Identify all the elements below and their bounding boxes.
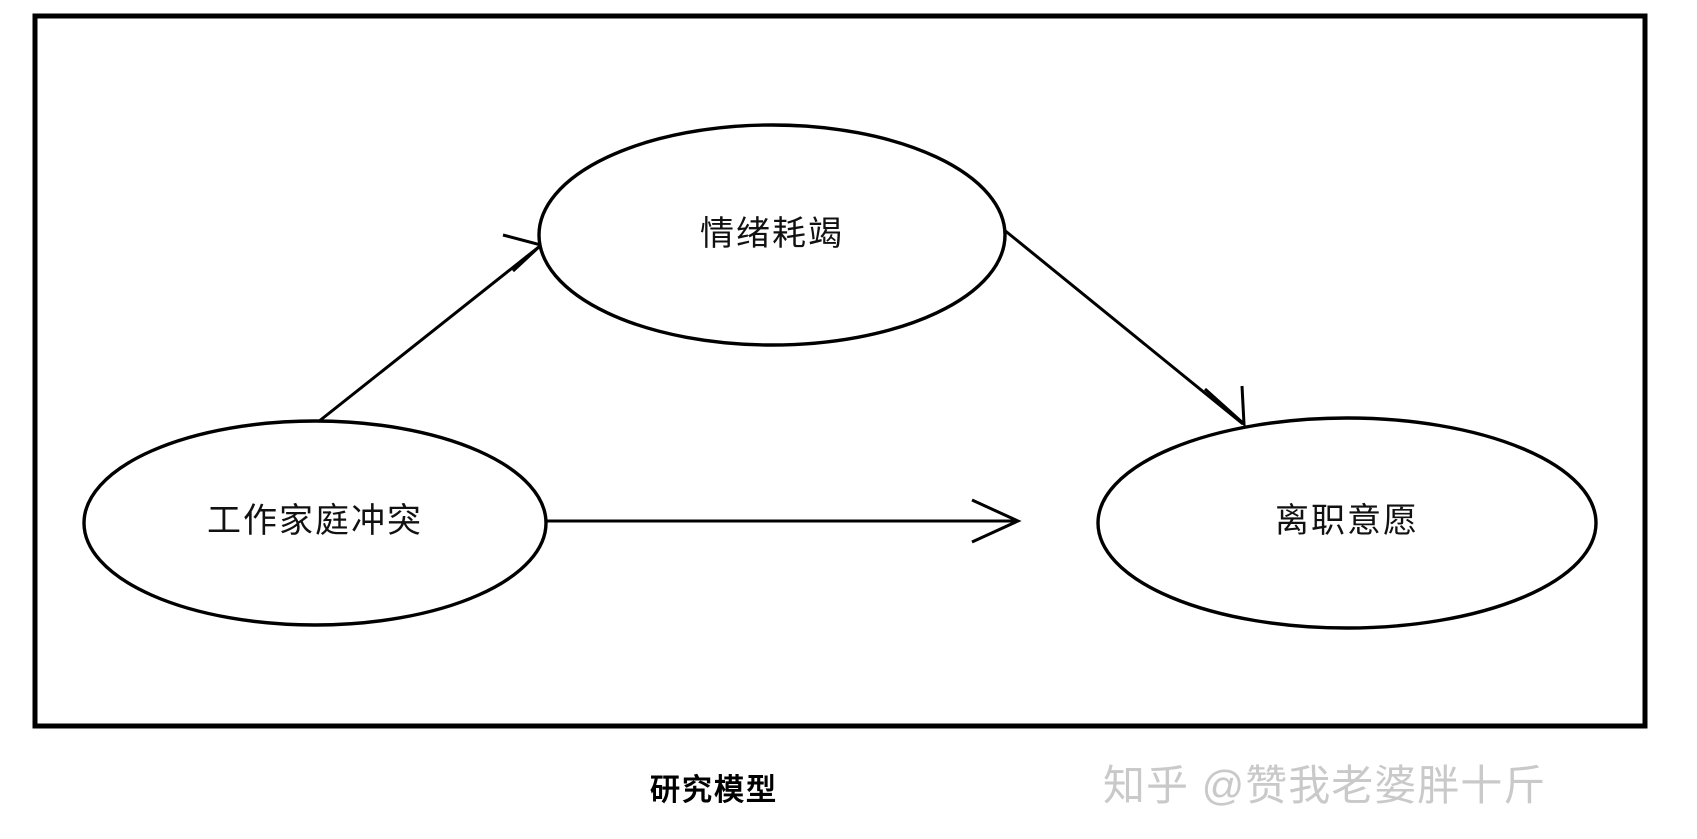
node-turnover-intention[interactable]: 离职意愿 bbox=[1096, 416, 1598, 630]
edge-wfc-to-turnover bbox=[545, 498, 1022, 544]
edge-wfc-to-emotional-exhaustion bbox=[317, 233, 545, 424]
edge-emotional-exhaustion-to-turnover bbox=[1002, 227, 1246, 428]
edge-line bbox=[1002, 227, 1244, 426]
arrowhead-icon bbox=[971, 498, 1022, 544]
figure-caption: 研究模型 bbox=[650, 773, 778, 807]
edge-line bbox=[317, 244, 541, 424]
node-label-turnover-intention: 离职意愿 bbox=[1275, 502, 1419, 540]
node-emotional-exhaustion[interactable]: 情绪耗竭 bbox=[537, 123, 1007, 347]
diagram-frame-border bbox=[32, 13, 1648, 729]
node-label-work-family-conflict: 工作家庭冲突 bbox=[207, 502, 423, 540]
zhihu-watermark: 知乎 @赞我老婆胖十斤 bbox=[1103, 762, 1546, 809]
arrowhead-icon bbox=[1203, 385, 1246, 428]
node-ellipse-shape[interactable] bbox=[82, 419, 548, 627]
node-ellipse-shape[interactable] bbox=[537, 123, 1007, 347]
arrowhead-icon bbox=[502, 233, 545, 273]
node-work-family-conflict[interactable]: 工作家庭冲突 bbox=[82, 419, 548, 627]
node-label-emotional-exhaustion: 情绪耗竭 bbox=[700, 215, 844, 253]
node-ellipse-shape[interactable] bbox=[1096, 416, 1598, 630]
